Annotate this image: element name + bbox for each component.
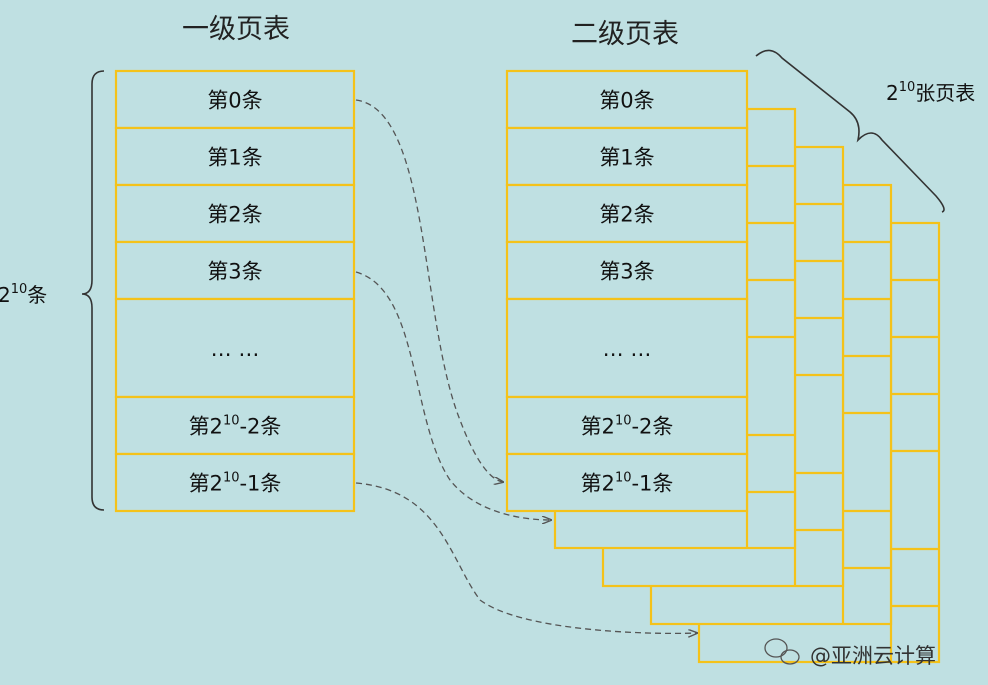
level1-row-2 <box>114 183 356 244</box>
level1-row-label-6: 第210-1条 <box>189 471 282 496</box>
level1-row-label-5: 第210-2条 <box>189 414 282 439</box>
level1-row-label-1: 第1条 <box>207 146 262 170</box>
level1-title: 一级页表 <box>182 14 290 45</box>
left-brace <box>81 70 105 511</box>
level2-row-2 <box>505 183 749 244</box>
level2-row-label-0: 第0条 <box>599 89 654 113</box>
pointer-arrow-last <box>355 482 697 633</box>
level2-row-label-4: … … <box>603 337 652 361</box>
wechat-icon <box>764 638 788 658</box>
level1-row-4 <box>114 297 356 399</box>
level1-row-label-4: … … <box>211 337 260 361</box>
level1-row-label-3: 第3条 <box>207 260 262 284</box>
level2-row-label-6: 第210-1条 <box>581 471 674 496</box>
level1-row-6 <box>114 452 356 513</box>
level1-row-label-2: 第2条 <box>207 203 262 227</box>
watermark-text: @亚洲云计算 <box>810 644 936 668</box>
level2-row-6 <box>505 452 749 513</box>
stack-count-label: 210张页表 <box>886 80 975 105</box>
level1-row-0 <box>114 69 356 130</box>
pointer-arrow-row0 <box>355 99 503 482</box>
level2-row-5 <box>505 395 749 456</box>
level2-row-1 <box>505 126 749 187</box>
level2-row-0 <box>505 69 749 130</box>
level1-row-1 <box>114 126 356 187</box>
level1-row-5 <box>114 395 356 456</box>
level1-row-3 <box>114 240 356 301</box>
level1-row-label-0: 第0条 <box>207 89 262 113</box>
side-count-label: 210条 <box>0 282 47 307</box>
level2-row-label-2: 第2条 <box>599 203 654 227</box>
level2-title: 二级页表 <box>571 19 679 50</box>
level2-row-label-3: 第3条 <box>599 260 654 284</box>
level2-row-4 <box>505 297 749 399</box>
watermark: @亚洲云计算 <box>764 638 936 668</box>
stack-brace <box>755 49 945 213</box>
pointer-arrow-row3 <box>355 271 551 520</box>
level2-row-label-5: 第210-2条 <box>581 414 674 439</box>
level2-row-label-1: 第1条 <box>599 146 654 170</box>
